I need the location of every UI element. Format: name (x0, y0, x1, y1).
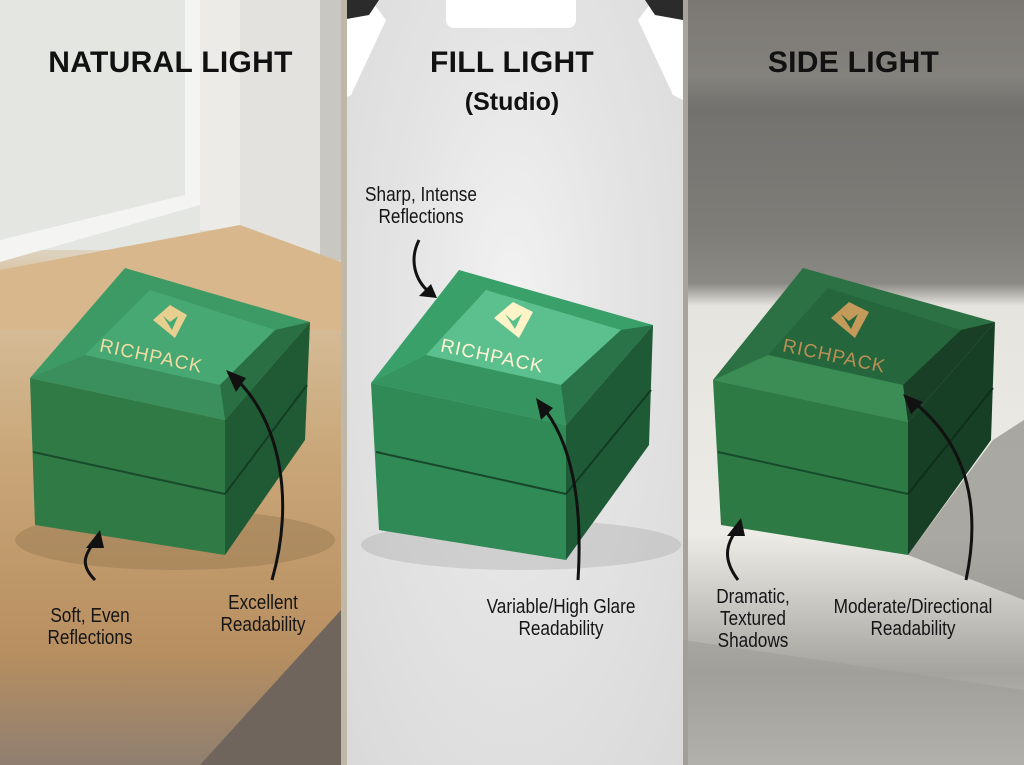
callout-line: Readability (518, 618, 604, 640)
softbox-top (446, 0, 576, 28)
panel-title: SIDE LIGHT (767, 46, 940, 79)
softbox-right (638, 0, 683, 100)
callout-excellent-readability: Excellent Readability (207, 592, 319, 636)
wall (240, 0, 320, 260)
panel-fill-light: RICHPACK FILL LIGHT (Studio) Sharp, Inte… (341, 0, 683, 765)
callout-line: Variable/High Glare (486, 596, 636, 618)
panel-title: FILL LIGHT (429, 46, 595, 79)
softbox-left (341, 0, 386, 100)
wall-edge (320, 0, 341, 260)
callout-line: Excellent (228, 592, 298, 614)
fill-light-scene: RICHPACK (341, 0, 683, 765)
softbox-left-housing (341, 0, 379, 20)
panel-divider (341, 0, 347, 765)
panel-title: NATURAL LIGHT (48, 46, 293, 79)
softbox-right-housing (645, 0, 683, 20)
callout-glare-readability: Variable/High Glare Readability (479, 596, 642, 640)
sill (0, 225, 341, 330)
window-frame (0, 0, 200, 262)
callout-line: Reflections (47, 627, 133, 649)
callout-line: Readability (220, 614, 306, 636)
callout-dramatic-shadows: Dramatic, Textured Shadows (697, 586, 809, 652)
callout-soft-reflections: Soft, Even Reflections (30, 605, 150, 649)
callout-line: Readability (870, 618, 956, 640)
floor-shadow (683, 640, 1024, 765)
callout-line: Dramatic, (716, 586, 790, 608)
callout-line: Sharp, Intense (365, 184, 477, 206)
table-edge (200, 610, 341, 765)
panel-side-light: RICHPACK SIDE LIGHT Dramatic, Textured S… (683, 0, 1024, 765)
window-jamb (200, 0, 240, 230)
callout-line: Textured (720, 608, 786, 630)
callout-line: Shadows (717, 630, 789, 652)
panel-natural-light: RICHPACK NATURAL LIGHT Soft, Even Reflec… (0, 0, 341, 765)
natural-light-scene: RICHPACK (0, 0, 341, 765)
callout-directional-readability: Moderate/Directional Readability (823, 596, 1004, 640)
callout-line: Moderate/Directional (833, 596, 993, 618)
panel-subtitle: (Studio) (464, 88, 560, 116)
panel-divider (683, 0, 688, 765)
callout-sharp-reflections: Sharp, Intense Reflections (361, 184, 481, 228)
callout-line: Reflections (378, 206, 464, 228)
callout-line: Soft, Even (50, 605, 130, 627)
jewelry-box: RICHPACK (371, 270, 653, 560)
